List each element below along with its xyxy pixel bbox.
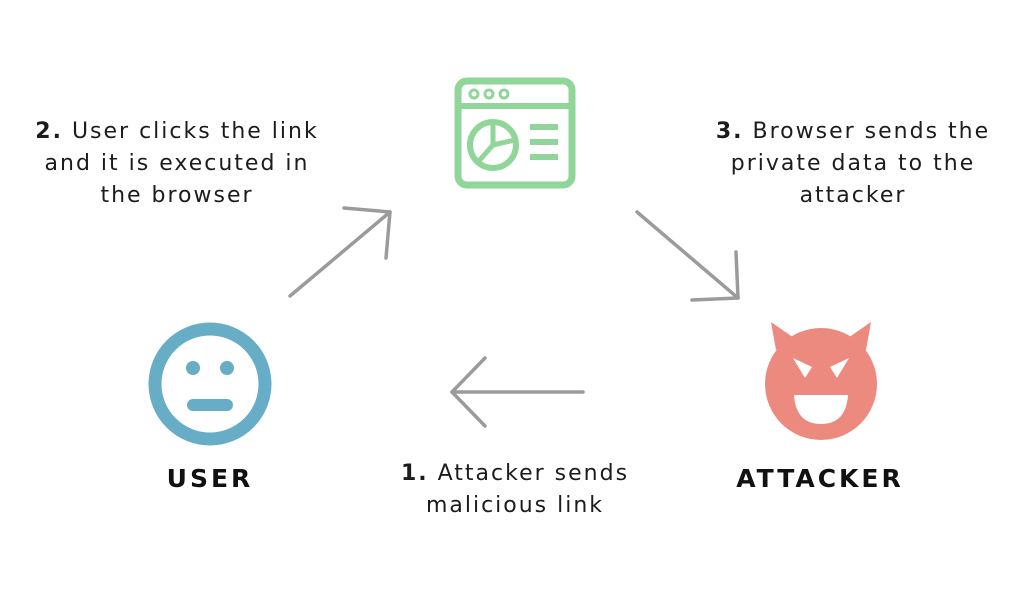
arrow-browser-to-attacker: [635, 210, 740, 302]
user-right-eye: [220, 361, 234, 375]
step-3-text-line3: attacker: [799, 183, 907, 208]
step-3-caption: 3. Browser sends the private data to the…: [698, 116, 1008, 212]
step-2-text-line1: User clicks the link: [71, 119, 319, 144]
user-mouth: [187, 399, 233, 411]
step-3-text-line1: Browser sends the: [752, 119, 991, 144]
pie-chart-dividers: [475, 119, 518, 165]
browser-dot-2: [483, 88, 495, 100]
browser-frame: [454, 77, 576, 189]
browser-dot-1: [468, 88, 480, 100]
user-label: USER: [166, 464, 254, 493]
attacker-label: ATTACKER: [736, 464, 904, 493]
step-1-caption: 1. Attacker sends malicious link: [380, 458, 650, 522]
step-3-text-line2: private data to the: [730, 151, 976, 176]
arrow-attacker-to-user: [450, 356, 585, 428]
step-1-text-line1: Attacker sends: [437, 461, 630, 486]
attacker-face: [765, 328, 877, 440]
user-face-outline: [148, 322, 272, 446]
step-1-text-line2: malicious link: [425, 493, 605, 518]
neutral-face-icon: [148, 322, 272, 446]
step-2-text-line3: the browser: [100, 183, 254, 208]
attacker-grin: [794, 395, 848, 424]
user-left-eye: [186, 361, 200, 375]
arrow-user-to-browser: [288, 206, 392, 298]
step-2-text-line2: and it is executed in: [44, 151, 310, 176]
attacker-left-eye: [793, 358, 812, 378]
step-3-number: 3.: [715, 119, 744, 144]
attacker-right-eye: [830, 358, 849, 378]
devil-face-icon: [765, 322, 877, 440]
step-2-number: 2.: [35, 119, 63, 144]
browser-window-icon: [454, 77, 576, 189]
step-1-number: 1.: [400, 461, 429, 486]
step-2-caption: 2. User clicks the link and it is execut…: [22, 116, 332, 212]
browser-dot-3: [498, 88, 510, 100]
